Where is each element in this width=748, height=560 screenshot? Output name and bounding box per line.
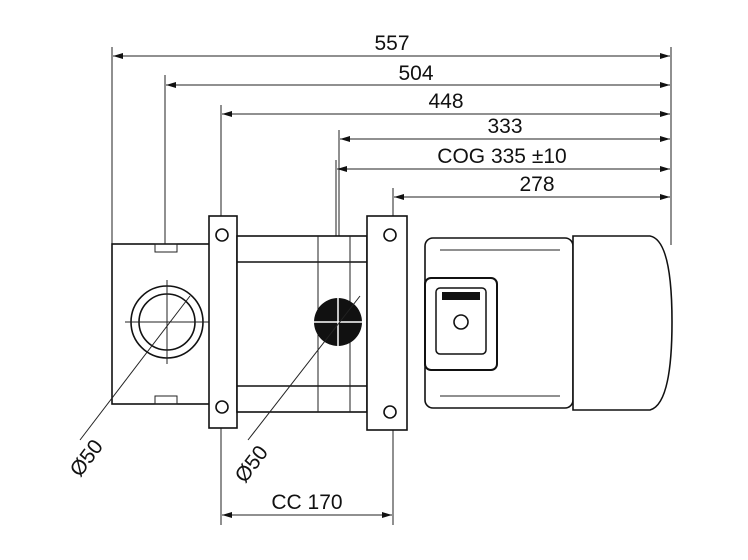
flange-right — [366, 215, 408, 431]
dimension-557: 557 — [113, 32, 670, 59]
dimension-label: 504 — [398, 62, 433, 85]
flange-left — [208, 215, 238, 429]
dimension-label: 557 — [374, 32, 409, 55]
dimension-cog: COG 335 ±10 — [337, 145, 670, 172]
control-box — [424, 277, 498, 371]
outlet-port — [314, 298, 362, 346]
inlet-diameter-label: Ø50 — [66, 435, 108, 481]
dimension-278: 278 — [394, 173, 670, 200]
dimension-label: 278 — [519, 173, 554, 196]
dimension-cc: CC 170 — [222, 491, 392, 518]
dimension-label: 333 — [487, 115, 522, 138]
extension-lines — [111, 47, 672, 525]
dimension-448: 448 — [222, 90, 670, 117]
dimension-504: 504 — [166, 62, 670, 88]
dimension-label: CC 170 — [271, 491, 342, 514]
inlet-port — [125, 280, 209, 364]
dimension-label: 448 — [428, 90, 463, 113]
dimension-label: COG 335 ±10 — [437, 145, 566, 168]
dimension-333: 333 — [340, 115, 670, 142]
outlet-diameter-label: Ø50 — [231, 441, 273, 487]
